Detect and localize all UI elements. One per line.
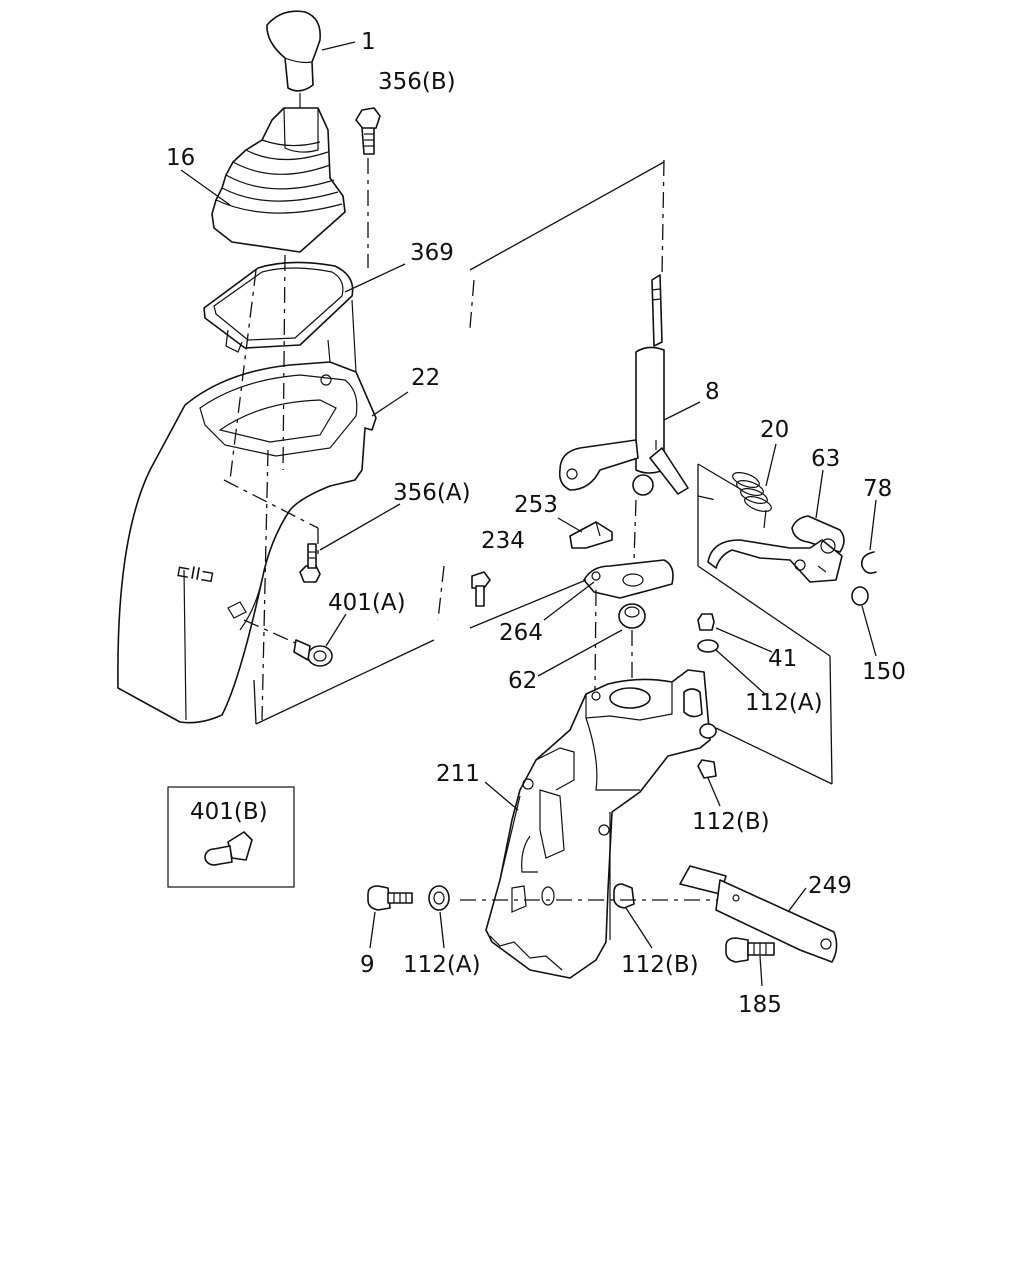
e-ring-78 [860,551,877,574]
washer-112a-lower [428,885,450,911]
label-253: 253 [514,492,558,518]
lever-arm-63 [707,515,845,583]
label-150: 150 [862,659,906,685]
label-185: 185 [738,992,782,1018]
bolt-9 [367,885,413,911]
label-264: 264 [499,620,543,646]
shift-boot [211,107,346,253]
clip-401a [293,639,333,667]
leader-lines [180,41,877,987]
gasket-frame [203,261,354,353]
clip-253 [569,521,613,549]
bushing-112b-middle [697,759,717,779]
spring-20 [732,472,772,529]
shift-knob [266,10,322,116]
console-housing: ⊏II⊐ [117,299,377,724]
label-63: 63 [811,446,840,472]
washer-112a-upper [697,639,719,653]
label-112a-upper: 112(A) [745,690,823,716]
bolt-356b [355,107,381,268]
label-41: 41 [768,646,797,672]
bracket-249 [679,865,838,963]
label-16: 16 [166,145,195,171]
label-401b: 401(B) [190,799,268,825]
label-8: 8 [705,379,720,405]
label-356a: 356(A) [393,480,471,506]
label-112b-lower: 112(B) [621,952,699,978]
plate-264 [583,559,674,599]
bolt-185 [725,937,775,963]
label-369: 369 [410,240,454,266]
bushing-112b-lower [613,883,635,909]
nut-41 [697,613,715,631]
label-62: 62 [508,668,537,694]
label-112a-lower: 112(A) [403,952,481,978]
bushing-62 [618,603,646,629]
main-bracket-211 [485,669,717,979]
label-211: 211 [436,761,480,787]
inset-401b [167,786,295,888]
label-9: 9 [360,952,375,978]
label-20: 20 [760,417,789,443]
screw-356a [299,543,321,583]
label-356b: 356(B) [378,69,456,95]
label-78: 78 [863,476,892,502]
label-234: 234 [481,528,525,554]
label-249: 249 [808,873,852,899]
bolt-234 [471,571,491,607]
shift-lever [558,159,689,496]
label-22: 22 [411,365,440,391]
label-112b-middle: 112(B) [692,809,770,835]
washer-150 [851,586,869,606]
label-1: 1 [361,29,376,55]
label-401a: 401(A) [328,590,406,616]
